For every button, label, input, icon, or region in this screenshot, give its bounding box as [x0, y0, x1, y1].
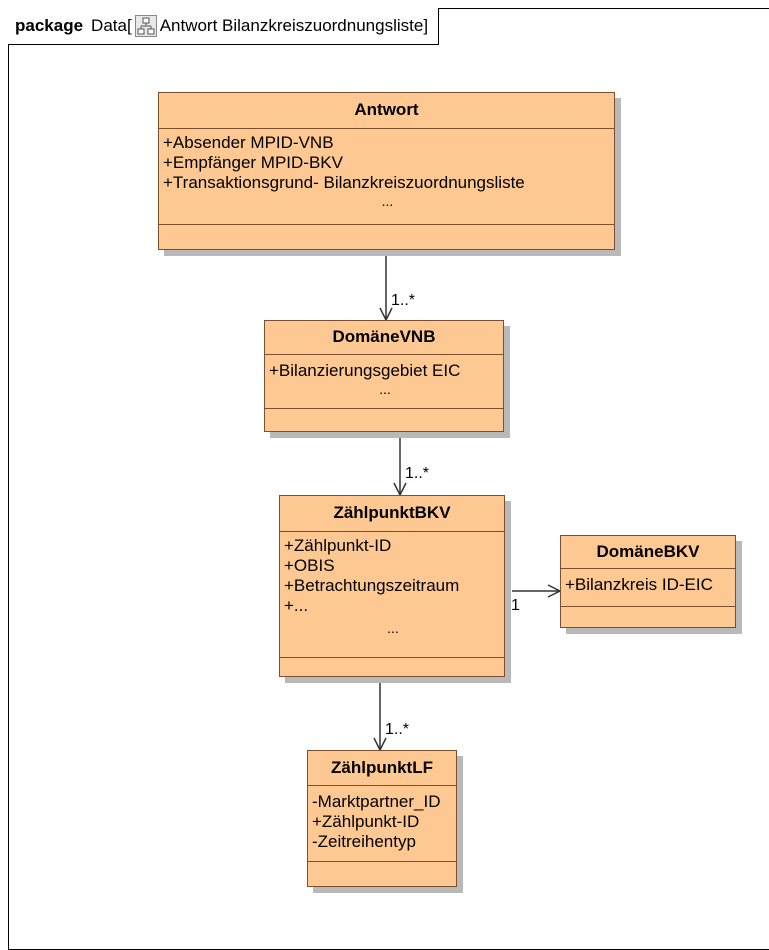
diagram-name: Antwort Bilanzkreiszuordnungsliste	[159, 16, 424, 35]
package-keyword: package	[15, 16, 84, 35]
attribute: +...	[284, 596, 309, 615]
attribute: +OBIS	[284, 556, 335, 575]
package-name-prefix: Data[	[91, 16, 132, 35]
attribute: +Bilanzierungsgebiet EIC	[269, 361, 461, 380]
attribute-compartment: +Bilanzkreis ID-EIC	[561, 569, 735, 607]
class-name: DomäneVNB	[265, 321, 503, 355]
attribute-ellipsis: ...	[387, 620, 399, 636]
attribute-compartment: +Zählpunkt-ID +OBIS +Betrachtungszeitrau…	[280, 532, 504, 658]
attribute-compartment: +Bilanzierungsgebiet EIC ...	[265, 355, 503, 409]
package-name-suffix: ]	[423, 16, 429, 35]
class-diagram-icon	[134, 15, 157, 37]
attribute: +Bilanzkreis ID-EIC	[565, 575, 713, 594]
attribute: +Zählpunkt-ID	[284, 536, 392, 555]
multiplicity-label: 1..*	[405, 465, 430, 482]
attribute-compartment: -Marktpartner_ID +Zählpunkt-ID -Zeitreih…	[308, 786, 456, 862]
multiplicity-label: 1..*	[391, 292, 416, 309]
class-zaehlpunkt-bkv[interactable]: ZählpunktBKV +Zählpunkt-ID +OBIS +Betrac…	[279, 495, 505, 677]
class-name: Antwort	[159, 93, 614, 129]
attribute: +Betrachtungszeitraum	[284, 576, 460, 595]
class-antwort[interactable]: Antwort +Absender MPID-VNB +Empfänger MP…	[158, 92, 615, 250]
multiplicity-label: 1	[511, 597, 520, 614]
attribute: +Absender MPID-VNB	[163, 133, 334, 152]
attribute: -Zeitreihentyp	[312, 832, 416, 851]
class-name: DomäneBKV	[561, 536, 735, 569]
attribute-compartment: +Absender MPID-VNB +Empfänger MPID-BKV +…	[159, 129, 614, 225]
class-domaene-bkv[interactable]: DomäneBKV +Bilanzkreis ID-EIC	[560, 535, 736, 628]
package-tab: package Data[ Antwort Bilanzkreiszuordnu…	[8, 8, 440, 45]
class-domaene-vnb[interactable]: DomäneVNB +Bilanzierungsgebiet EIC ...	[264, 320, 504, 432]
class-name: ZählpunktLF	[308, 751, 456, 786]
attribute-ellipsis: ...	[381, 193, 394, 209]
attribute: +Zählpunkt-ID	[312, 812, 420, 831]
association-lines	[373, 250, 562, 752]
class-name: ZählpunktBKV	[280, 496, 504, 532]
class-zaehlpunkt-lf[interactable]: ZählpunktLF -Marktpartner_ID +Zählpunkt-…	[307, 750, 457, 887]
attribute: -Marktpartner_ID	[312, 792, 441, 811]
attribute-ellipsis: ...	[379, 381, 391, 397]
multiplicity-label: 1..*	[385, 721, 410, 738]
attribute: +Transaktionsgrund- Bilanzkreiszuordnung…	[163, 173, 525, 192]
attribute: +Empfänger MPID-BKV	[163, 153, 343, 172]
